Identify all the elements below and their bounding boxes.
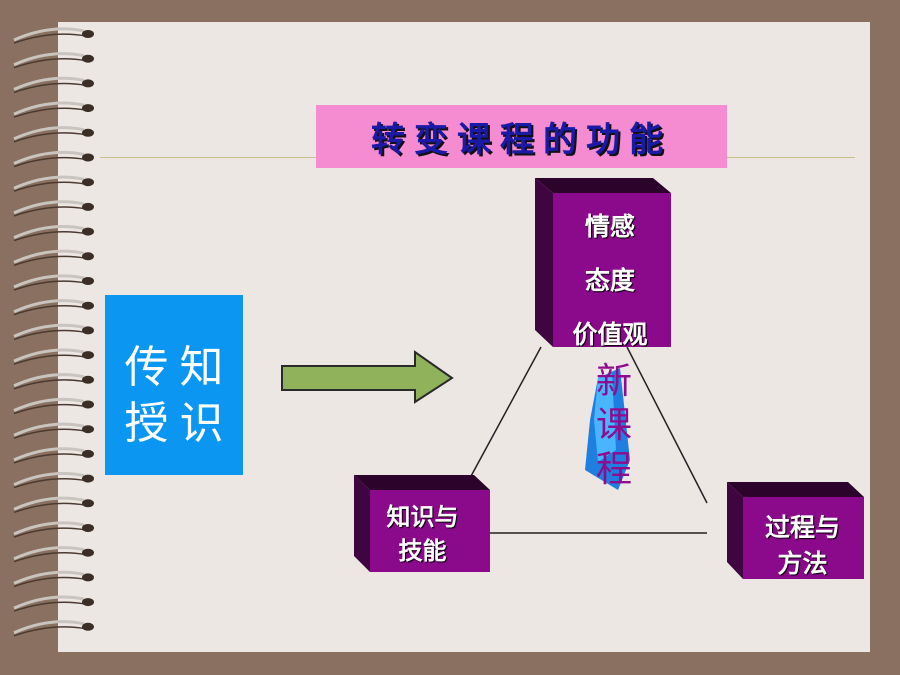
- cube-left-line-1: 知识与: [386, 503, 459, 531]
- spiral-ring: [13, 471, 94, 489]
- spiral-ring: [13, 52, 94, 69]
- triangle-line-left: [469, 346, 542, 479]
- spiral-ring: [13, 620, 94, 637]
- traditional-char-1: 传: [124, 342, 169, 393]
- new-course-char-1: 新: [595, 361, 632, 402]
- spiral-ring: [13, 447, 94, 464]
- new-course-char-3: 程: [595, 449, 632, 490]
- spiral-ring: [13, 200, 94, 217]
- cube-right-line-1: 过程与: [764, 513, 840, 542]
- cube-top-face: [553, 193, 671, 347]
- cube-left-depth: [354, 475, 370, 572]
- cube-left-face: [370, 490, 490, 572]
- spiral-ring: [13, 397, 94, 415]
- spiral-ring: [13, 299, 94, 316]
- spiral-ring: [13, 595, 94, 612]
- cube-right-depth: [727, 482, 743, 579]
- spiral-ring: [13, 274, 94, 291]
- cube-top-cap: [535, 178, 671, 193]
- cube-top-line-2: 态度: [584, 266, 635, 295]
- spiral-ring: [13, 224, 94, 242]
- new-course-label: 新 课 程: [590, 360, 638, 492]
- spiral-ring: [13, 521, 94, 538]
- spiral-ring: [13, 348, 94, 365]
- traditional-char-3: 授: [124, 398, 169, 449]
- spiral-ring: [13, 126, 94, 143]
- spiral-ring: [13, 546, 94, 563]
- spiral-ring: [13, 27, 94, 44]
- cube-left-cap: [354, 475, 490, 490]
- triangle-line-right: [626, 346, 708, 504]
- spiral-ring: [13, 150, 94, 168]
- cube-left-line-2: 技能: [398, 537, 447, 565]
- cube-right-face: [743, 497, 864, 579]
- spiral-ring: [13, 249, 94, 267]
- traditional-box: 传 知 授 识: [105, 295, 243, 475]
- traditional-char-2: 知: [179, 342, 224, 393]
- spiral-ring: [13, 496, 94, 514]
- cube-top-depth: [535, 178, 553, 347]
- spiral-ring: [13, 570, 94, 588]
- new-course-char-2: 课: [595, 405, 632, 446]
- spiral-ring: [13, 323, 94, 341]
- cube-right-label: 过程与 方法: [735, 510, 870, 582]
- slide-title: 转变课程的功能: [316, 105, 727, 168]
- cube-right-cap: [727, 482, 864, 497]
- cube-top-line-3: 价值观: [572, 320, 648, 349]
- slide-title-text: 转变课程的功能: [371, 120, 672, 160]
- traditional-char-4: 识: [179, 398, 224, 449]
- cube-left-label: 知识与 技能: [360, 500, 485, 568]
- spiral-ring: [13, 175, 94, 192]
- spiral-ring: [13, 101, 94, 118]
- cube-top-line-1: 情感: [584, 212, 635, 241]
- spiral-ring: [13, 373, 94, 390]
- cube-right-line-2: 方法: [777, 549, 828, 578]
- ribbon-highlight: [594, 374, 616, 462]
- transform-arrow: [281, 350, 454, 404]
- spiral-ring: [13, 76, 94, 94]
- cube-top-label: 情感 态度 价值观: [545, 200, 675, 362]
- spiral-ring: [13, 422, 94, 439]
- spiral-binding: [13, 27, 94, 637]
